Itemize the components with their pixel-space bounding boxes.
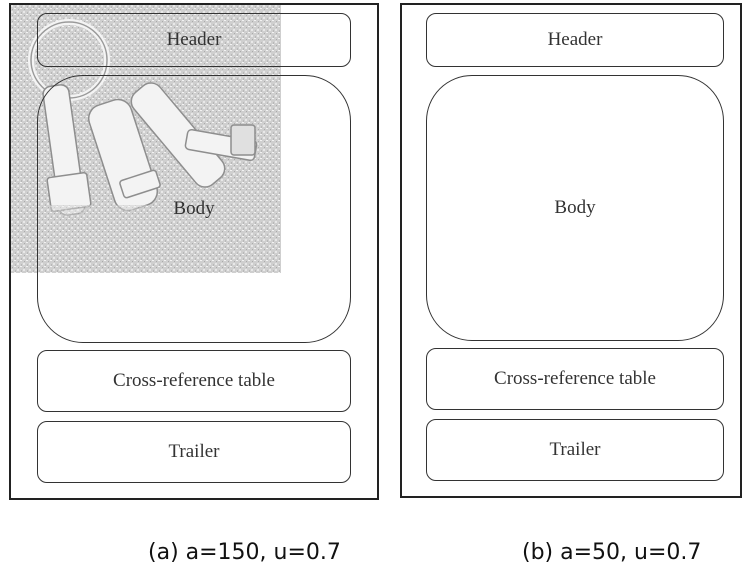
cross-reference-table-label: Cross-reference table	[113, 370, 275, 391]
pdf-structure-panel-b: Header Body Cross-reference table Traile…	[400, 3, 742, 498]
body-label: Body	[554, 197, 596, 218]
cross-reference-table-box: Cross-reference table	[426, 348, 724, 410]
header-label: Header	[166, 29, 222, 50]
trailer-label: Trailer	[549, 439, 601, 460]
trailer-box: Trailer	[426, 419, 724, 481]
caption-b: (b) a=50, u=0.7	[522, 540, 702, 565]
pdf-structure-panel-a: Header Body Cross-reference table Traile…	[9, 3, 379, 500]
cross-reference-table-label: Cross-reference table	[494, 368, 656, 389]
keys-watermark-image	[11, 5, 281, 273]
trailer-box: Trailer	[37, 421, 351, 483]
header-label: Header	[547, 29, 603, 50]
cross-reference-table-box: Cross-reference table	[37, 350, 351, 412]
body-box: Body	[426, 75, 724, 341]
header-box: Header	[426, 13, 724, 67]
trailer-label: Trailer	[168, 441, 220, 462]
body-box: Body	[37, 75, 351, 343]
caption-a: (a) a=150, u=0.7	[148, 540, 341, 565]
body-label: Body	[173, 198, 215, 219]
header-box: Header	[37, 13, 351, 67]
